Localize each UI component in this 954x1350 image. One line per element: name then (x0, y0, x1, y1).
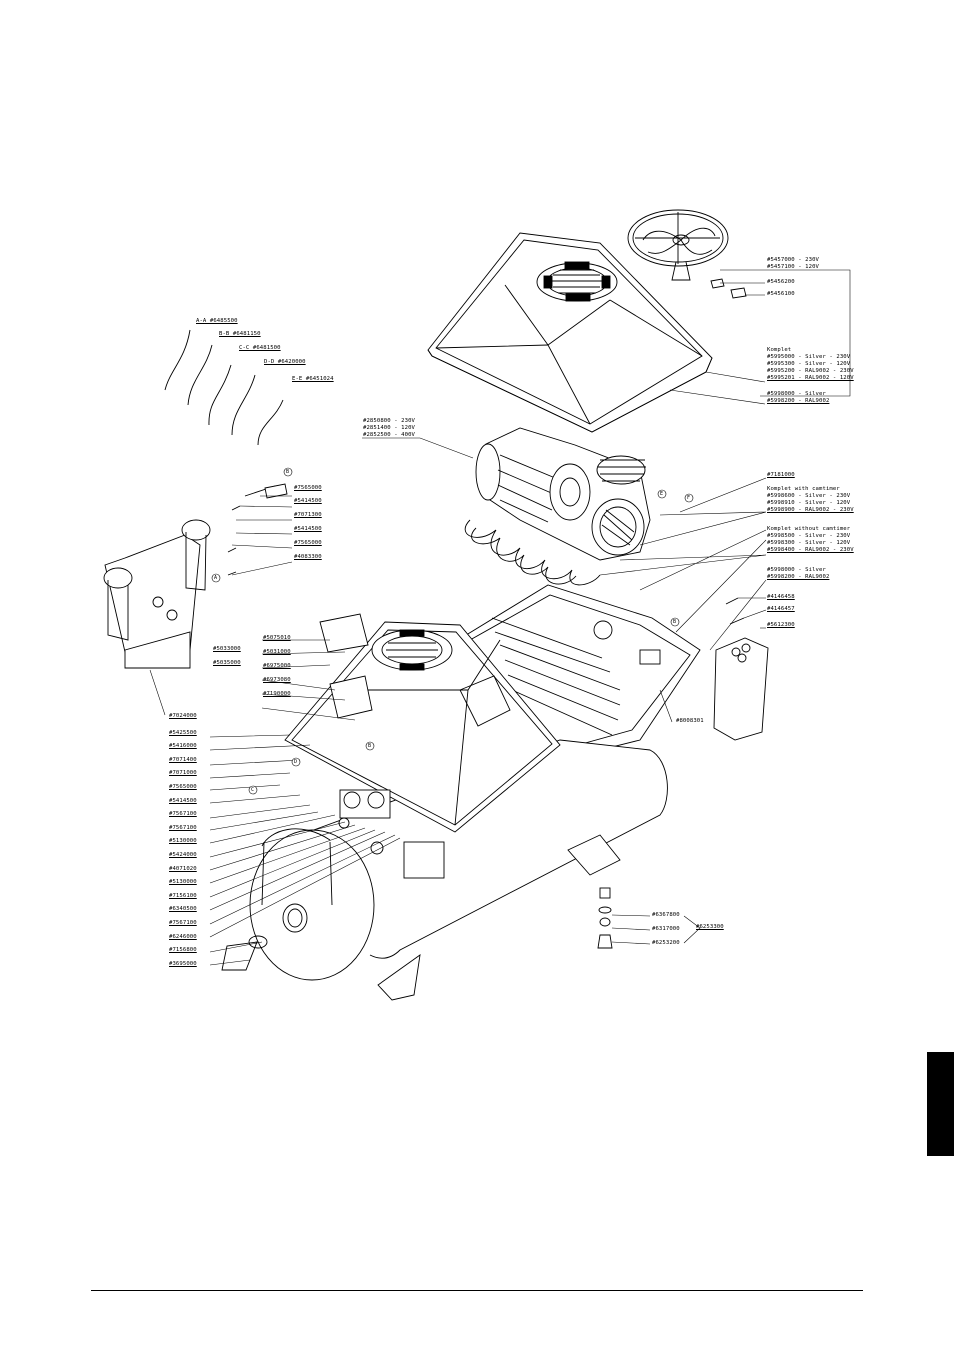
center-label-1: #5075010 (263, 635, 291, 641)
hose-label-e: E-E #6451024 (292, 376, 334, 382)
camtimer-with-1: #5998600 - Silver - 230V (767, 493, 851, 499)
marker-d: D (294, 759, 298, 765)
valve-block (319, 613, 369, 653)
cover-komplet-3: #5995200 - RAL9002 - 230V (767, 368, 854, 374)
footer-rule (91, 1290, 863, 1291)
cover-komplet-1: #5995000 - Silver - 230V (767, 354, 851, 360)
left-label-6: #5414500 (169, 798, 197, 804)
label-4146457: #4146457 (767, 606, 795, 612)
fan-label-230: #5457000 - 230V (767, 257, 820, 263)
feet-label-2: #6317000 (652, 926, 680, 932)
marker-f: F (687, 495, 691, 501)
center-label-4: #5035000 (213, 660, 241, 666)
camtimer-without-2: #5998300 - Silver - 120V (767, 540, 851, 546)
left-label-3: #7071400 (169, 757, 197, 763)
relay-1 (710, 278, 725, 289)
base-label-silver: #5998000 - Silver (767, 567, 826, 573)
feet-label-1: #6367800 (652, 912, 680, 918)
left-label-14: #6340500 (169, 906, 197, 912)
marker-a: A (214, 575, 218, 581)
motor-label-400: #2852500 - 400V (363, 432, 416, 438)
label-8008301: #8008301 (676, 718, 704, 724)
pressure-switch (329, 675, 373, 719)
label-4146458: #4146458 (767, 594, 795, 600)
filter-label-6: #4083300 (294, 554, 322, 560)
cover-komplet-title: Komplet (767, 347, 792, 353)
left-label-10: #5424000 (169, 852, 197, 858)
relay-2 (730, 287, 747, 299)
cover-lid-ral: #5998200 - RAL9002 (767, 398, 830, 404)
filter-label-4: #5414500 (294, 526, 322, 532)
hose-label-b: B-B #6481150 (219, 331, 261, 337)
relay-label-1: #5456200 (767, 279, 795, 285)
filter-bottom-label: #7024000 (169, 713, 197, 719)
base-label-ral: #5998200 - RAL9002 (767, 574, 830, 580)
filter-label-2: #5414500 (294, 498, 322, 504)
feet-label-group: #6253300 (696, 924, 724, 930)
top-cover-vent (536, 261, 618, 302)
filter-unit (103, 519, 211, 669)
cover-lid-silver: #5998000 - Silver (767, 391, 826, 397)
motor-assembly (464, 427, 651, 586)
center-label-2: #5033000 (213, 646, 241, 652)
sensor-box (713, 637, 769, 741)
camtimer-without-3: #5998400 - RAL9002 - 230V (767, 547, 854, 553)
reference-markers (211, 467, 694, 795)
camtimer-with-2: #5998910 - Silver - 120V (767, 500, 851, 506)
relay-label-2: #5456100 (767, 291, 795, 297)
left-label-1: #5425500 (169, 730, 197, 736)
fan-assembly (627, 209, 729, 281)
center-label-6: #6973080 (263, 677, 291, 683)
left-label-18: #3695000 (169, 961, 197, 967)
section-tab-marker (927, 1052, 954, 1156)
marker-b-3: B (673, 619, 677, 625)
left-label-5: #7565000 (169, 784, 197, 790)
hose-label-c: C-C #6481500 (239, 345, 281, 351)
hose-set (164, 329, 284, 446)
marker-c: C (251, 787, 255, 793)
top-cover (427, 232, 713, 433)
left-label-17: #7156800 (169, 947, 197, 953)
filter-label-1: #7565000 (294, 485, 322, 491)
cover-komplet-2: #5995300 - Silver - 120V (767, 361, 851, 367)
filter-label-5: #7565000 (294, 540, 322, 546)
center-label-7: #7190000 (263, 691, 291, 697)
camtimer-without-1: #5998500 - Silver - 230V (767, 533, 851, 539)
left-label-8: #7567100 (169, 825, 197, 831)
hose-label-a: A-A #6485500 (196, 318, 238, 324)
motor-label-120: #2851400 - 120V (363, 425, 416, 431)
hose-label-d: D-D #6420000 (264, 359, 306, 365)
feet-label-3: #6253200 (652, 940, 680, 946)
marker-b: B (286, 469, 290, 475)
marker-e: E (660, 491, 664, 497)
left-label-16: #6246000 (169, 934, 197, 940)
label-5612300: #5612300 (767, 622, 795, 628)
filter-label-3: #7071300 (294, 512, 322, 518)
camtimer-with-title: Komplet with camtimer (767, 486, 840, 492)
cover-komplet-4: #5995201 - RAL9002 - 120V (767, 375, 854, 381)
left-label-7: #7567100 (169, 811, 197, 817)
camtimer-with-3: #5998900 - RAL9002 - 230V (767, 507, 854, 513)
left-label-4: #7071000 (169, 770, 197, 776)
marker-b-2: B (368, 743, 372, 749)
center-label-3: #5031000 (263, 649, 291, 655)
left-label-11: #4071020 (169, 866, 197, 872)
left-label-12: #5130000 (169, 879, 197, 885)
left-label-2: #5416000 (169, 743, 197, 749)
fan-label-120: #5457100 - 120V (767, 264, 820, 270)
left-label-13: #7156100 (169, 893, 197, 899)
lower-hood (284, 621, 561, 833)
camtimer-without-title: Komplet without camtimer (767, 526, 851, 532)
label-7181000: #7181000 (767, 472, 795, 478)
left-label-15: #7567100 (169, 920, 197, 926)
motor-label-230: #2850800 - 230V (363, 418, 416, 424)
center-label-5: #6975000 (263, 663, 291, 669)
left-label-9: #5130000 (169, 838, 197, 844)
